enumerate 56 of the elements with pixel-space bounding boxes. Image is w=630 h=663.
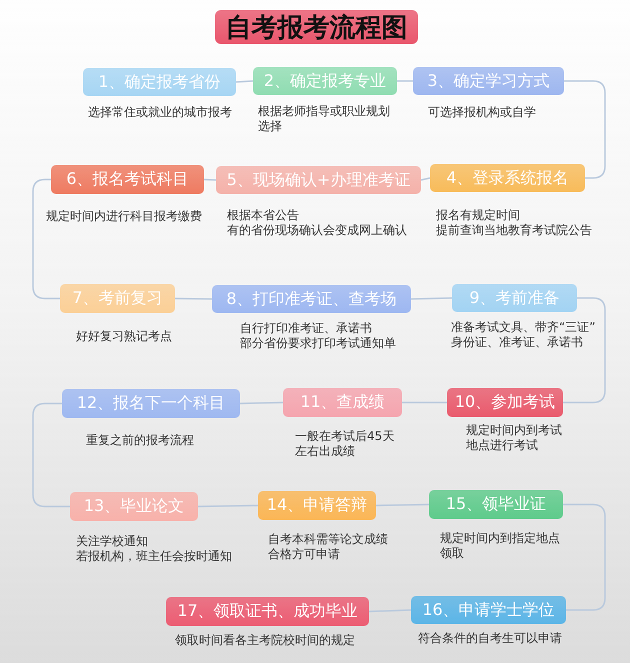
title-banner: 自考报考流程图 xyxy=(215,10,418,44)
connector-line xyxy=(420,177,430,181)
connector-line xyxy=(240,402,284,404)
connector-line xyxy=(376,504,430,506)
step-note: 自行打印准考证、承诺书 xyxy=(240,321,372,336)
connector-line xyxy=(397,80,413,82)
connector-line xyxy=(32,402,70,508)
connector-line xyxy=(174,298,212,300)
connector-line xyxy=(563,297,606,404)
step-box: 2、确定报考专业 xyxy=(253,67,397,95)
connector-line xyxy=(368,609,412,612)
step-box: 17、领取证书、成功毕业 xyxy=(166,597,369,626)
step-note: 可选择报机构或自学 xyxy=(428,105,536,120)
step-note: 选择常住或就业的城市报考 xyxy=(88,105,232,120)
step-box: 1、确定报考省份 xyxy=(83,68,236,96)
connector-line xyxy=(563,504,606,611)
step-note: 符合条件的自考生可以申请 xyxy=(418,631,562,646)
step-note: 规定时间内到考试地点进行考试 xyxy=(466,423,563,453)
step-note: 自考本科需等论文成绩合格方可申请 xyxy=(268,532,389,562)
step-note: 报名有规定时间 xyxy=(436,208,520,223)
step-box: 9、考前准备 xyxy=(452,284,577,312)
step-note: 提前查询当地教育考试院公告 xyxy=(436,223,592,238)
step-box: 15、领毕业证 xyxy=(429,490,563,519)
step-box: 3、确定学习方式 xyxy=(413,67,564,95)
step-box: 7、考前复习 xyxy=(60,284,175,313)
connector-line xyxy=(410,297,452,300)
step-box: 11、查成绩 xyxy=(283,388,402,417)
step-note: 一般在考试后45天左右出成绩 xyxy=(295,429,396,459)
step-note: 关注学校通知 xyxy=(76,534,148,549)
step-box: 4、登录系统报名 xyxy=(430,164,585,192)
step-box: 12、报名下一个科目 xyxy=(62,389,240,418)
connector-line xyxy=(236,80,254,83)
step-note: 根据老师指导或职业规划选择 xyxy=(258,104,391,134)
step-note: 部分省份要求打印考试通知单 xyxy=(240,336,396,351)
step-note: 规定时间内到指定地点领取 xyxy=(440,531,561,561)
step-box: 14、申请答辩 xyxy=(258,491,376,520)
step-box: 10、参加考试 xyxy=(447,388,563,417)
connector-line xyxy=(204,178,216,181)
step-box: 5、现场确认+办理准考证 xyxy=(216,166,421,194)
connector-line xyxy=(402,402,447,404)
connector-line xyxy=(564,80,606,179)
step-note: 领取时间看各主考院校时间的规定 xyxy=(175,633,355,648)
step-box: 16、申请学士学位 xyxy=(411,596,566,624)
step-note: 若报机构，班主任会按时通知 xyxy=(76,549,232,564)
step-note: 好好复习熟记考点 xyxy=(76,329,172,344)
connector-line xyxy=(198,504,258,508)
step-note: 规定时间内进行科目报考缴费 xyxy=(46,209,202,224)
step-box: 13、毕业论文 xyxy=(70,492,198,521)
connector-line xyxy=(32,178,60,300)
step-box: 6、报名考试科目 xyxy=(51,165,204,194)
step-note: 身份证、准考证、承诺书 xyxy=(451,335,583,350)
step-note: 有的省份现场确认会变成网上确认 xyxy=(227,223,407,238)
step-note: 准备考试文具、带齐“三证” xyxy=(451,320,596,335)
step-note: 重复之前的报考流程 xyxy=(86,433,194,448)
step-box: 8、打印准考证、查考场 xyxy=(212,285,411,313)
step-note: 根据本省公告 xyxy=(227,208,299,223)
